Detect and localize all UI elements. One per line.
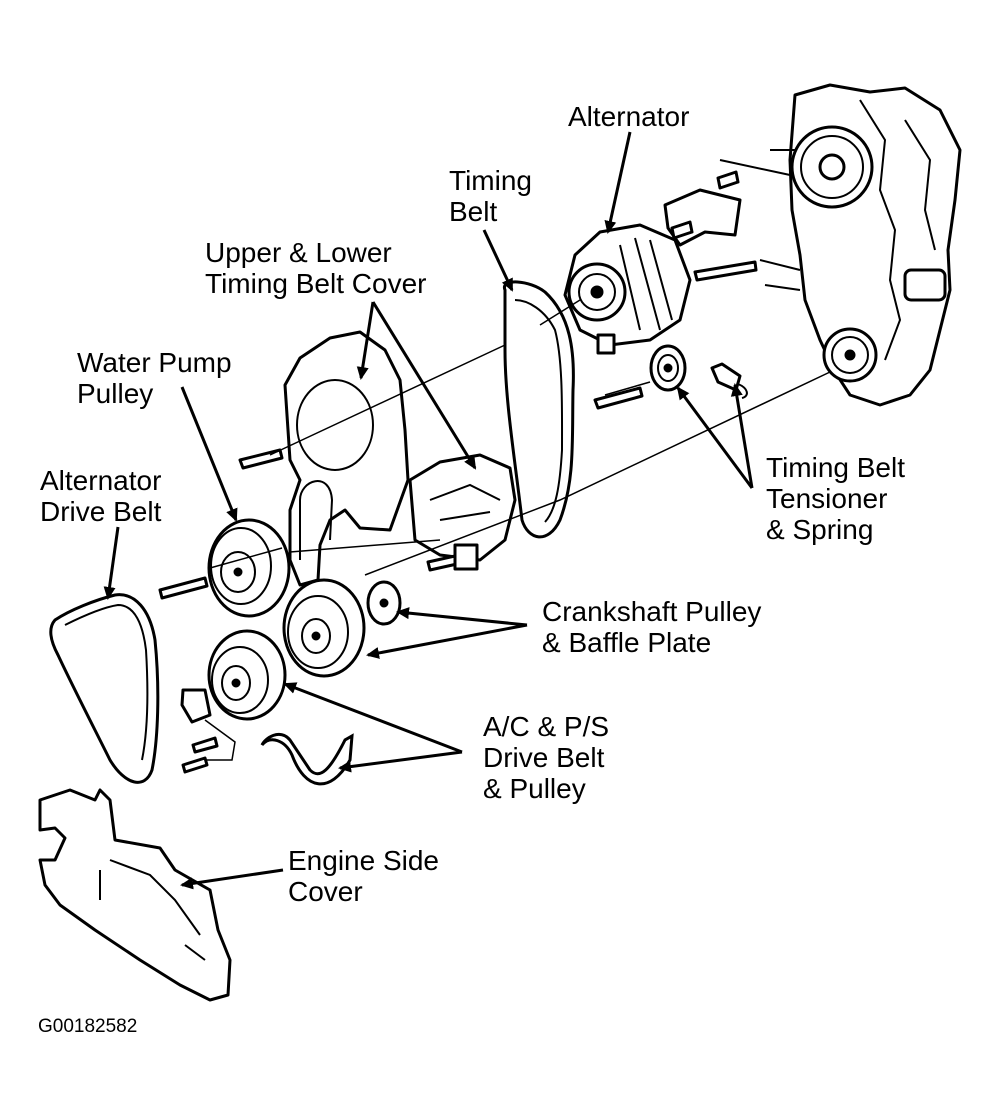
water-pump-bolt xyxy=(158,576,209,600)
ac-ps-pulley xyxy=(207,629,287,721)
label-line: & Spring xyxy=(766,514,874,545)
label-line: A/C & P/S xyxy=(483,711,610,742)
label-line: Cover xyxy=(288,876,363,907)
label-alternator: Alternator xyxy=(568,101,689,132)
label-line: Upper & Lower xyxy=(205,237,392,268)
figure-id: G00182582 xyxy=(38,1016,138,1037)
label-line: Timing Belt xyxy=(766,452,906,483)
timing-belt xyxy=(503,280,575,539)
timing-belt-cover xyxy=(283,330,517,587)
tensioner-pulley xyxy=(649,344,687,392)
label-line: Timing Belt Cover xyxy=(205,268,427,299)
label-line: Engine Side xyxy=(288,845,440,876)
alternator-bolt xyxy=(693,260,758,282)
label-line: & Pulley xyxy=(483,773,586,804)
label-line: Alternator xyxy=(568,101,690,132)
label-line: Pulley xyxy=(77,378,154,409)
label-line: Belt xyxy=(449,196,498,227)
ac-ps-drive-belt xyxy=(260,732,354,786)
engine-block xyxy=(719,83,962,407)
label-crankshaft-pulley: Crankshaft Pulley & Baffle Plate xyxy=(542,596,761,658)
label-line: Water Pump xyxy=(77,347,232,378)
label-tensioner-spring: Timing Belt Tensioner & Spring xyxy=(766,452,905,545)
label-line: Alternator xyxy=(40,465,162,496)
label-line: Timing xyxy=(449,165,532,196)
water-pump-pulley xyxy=(207,518,291,618)
label-water-pump-pulley: Water Pump Pulley xyxy=(77,347,232,409)
tensioner-bolt xyxy=(593,386,644,410)
label-alternator-drive-belt: Alternator Drive Belt xyxy=(40,465,161,527)
leader-arrows xyxy=(103,131,754,890)
label-line: Drive Belt xyxy=(40,496,162,527)
baffle-plate xyxy=(366,580,402,626)
label-ac-ps-belt: A/C & P/S Drive Belt & Pulley xyxy=(483,711,609,804)
alternator-drive-belt xyxy=(49,593,160,784)
engine-side-cover xyxy=(38,788,232,1002)
label-timing-belt: Timing Belt xyxy=(449,165,532,227)
label-line: & Baffle Plate xyxy=(542,627,712,658)
alternator-unit xyxy=(563,223,692,355)
crankshaft-pulley xyxy=(282,578,366,678)
label-line: Drive Belt xyxy=(483,742,605,773)
small-bracket xyxy=(180,688,212,724)
label-line: Tensioner xyxy=(766,483,888,514)
guide-line xyxy=(269,344,506,456)
label-engine-side-cover: Engine Side Cover xyxy=(288,845,439,907)
label-timing-belt-cover: Upper & Lower Timing Belt Cover xyxy=(205,237,426,299)
label-line: Crankshaft Pulley xyxy=(542,596,762,627)
